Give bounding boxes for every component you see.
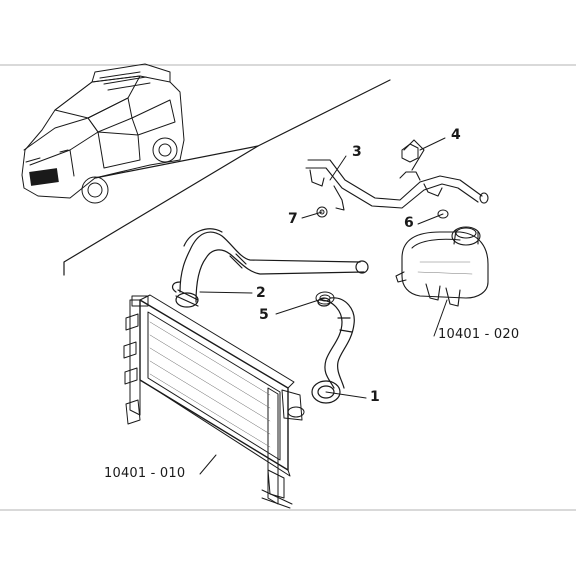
callout-3: 3 (352, 144, 362, 160)
reference-radiator: 10401 - 010 (104, 466, 186, 481)
grommet (316, 206, 328, 218)
vehicle-thumbnail (21, 63, 185, 204)
expansion-tank (395, 226, 489, 307)
zoom-bracket (63, 79, 391, 276)
hose-clamp (315, 291, 335, 305)
lower-hose (311, 297, 355, 404)
callout-2: 2 (256, 285, 266, 301)
pipe-clip (401, 143, 419, 163)
seal-ring (437, 209, 449, 219)
radiator (123, 294, 305, 509)
reference-expansion-tank: 10401 - 020 (438, 327, 520, 342)
leader-lines (199, 137, 448, 475)
callout-5: 5 (259, 307, 269, 323)
callout-1: 1 (370, 389, 380, 405)
upper-hose (171, 228, 369, 308)
callout-6: 6 (404, 215, 414, 231)
callout-4: 4 (451, 127, 461, 143)
callout-7: 7 (288, 211, 298, 227)
frame-border (0, 64, 576, 511)
bleed-pipe (305, 139, 489, 211)
